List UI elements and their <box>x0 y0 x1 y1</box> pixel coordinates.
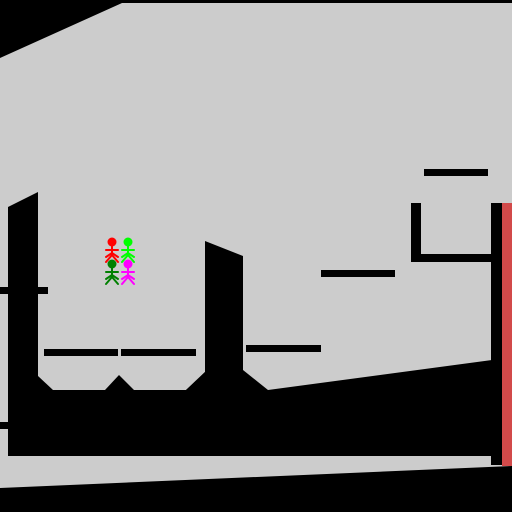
sky-area <box>0 3 512 488</box>
player-lime[interactable] <box>121 237 135 263</box>
left-ledge-low <box>0 422 10 429</box>
platform-5 <box>424 169 488 176</box>
right-structure-wall <box>411 203 421 261</box>
ground-block <box>8 360 492 456</box>
right-structure-post <box>491 203 503 465</box>
player-magenta[interactable] <box>121 259 135 285</box>
platform-3 <box>246 345 321 352</box>
players-group <box>105 237 135 285</box>
exit-door[interactable] <box>502 203 512 466</box>
player-darkgreen[interactable] <box>105 259 119 285</box>
player-red[interactable] <box>105 237 119 263</box>
platform-2 <box>121 349 196 356</box>
left-pillar <box>8 192 38 456</box>
right-structure-floor <box>411 254 493 262</box>
platform-4 <box>321 270 395 277</box>
center-pillar <box>186 241 268 390</box>
left-ledge <box>0 287 48 294</box>
platform-1 <box>44 349 118 356</box>
